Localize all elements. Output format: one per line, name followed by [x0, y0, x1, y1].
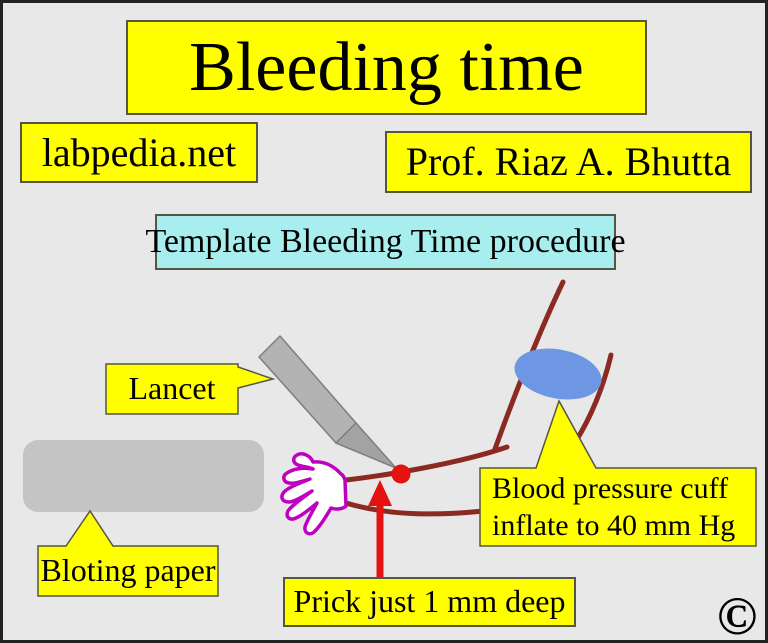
blotting-paper-shape: [23, 440, 264, 512]
copyright-glyph: ©: [716, 585, 758, 643]
prick-site-dot: [391, 464, 411, 484]
page-title-text: Bleeding time: [189, 28, 584, 106]
hand-shape: [280, 452, 348, 536]
forearm-bottom-line: [343, 500, 487, 517]
lancet-callout-bubble: [105, 363, 276, 415]
bp-cuff-callout-bubble: [479, 399, 757, 547]
procedure-subtitle-text: Template Bleeding Time procedure: [145, 223, 626, 261]
lancet-body: [258, 335, 357, 444]
site-label-text: labpedia.net: [41, 129, 237, 175]
diagram-canvas: [23, 279, 757, 597]
bloting-paper-callout-text: Bloting paper: [40, 552, 216, 589]
forearm-top-line: [343, 444, 510, 483]
bp-cuff-callout-line2: inflate to 40 mm Hg: [492, 509, 736, 542]
site-label: labpedia.net: [20, 122, 258, 183]
lancet-callout-text: Lancet: [128, 370, 216, 407]
bloting-paper-callout-label: Bloting paper: [38, 546, 218, 596]
copyright-mark: ©: [708, 585, 765, 643]
page-title: Bleeding time: [126, 20, 647, 115]
bp-cuff-callout-label: Blood pressure cuff inflate to 40 mm Hg: [480, 468, 756, 546]
author-label-text: Prof. Riaz A. Bhutta: [405, 139, 732, 184]
prick-depth-text: Prick just 1 mm deep: [293, 583, 566, 620]
author-label: Prof. Riaz A. Bhutta: [385, 131, 752, 193]
blood-pressure-cuff-shape: [514, 348, 602, 400]
callout-bubbles: [37, 363, 757, 597]
prick-arrow: [368, 480, 392, 577]
lancet-callout-label: Lancet: [106, 364, 238, 414]
bp-cuff-callout-line1: Blood pressure cuff: [492, 472, 729, 505]
procedure-subtitle: Template Bleeding Time procedure: [145, 214, 626, 270]
prick-depth-label: Prick just 1 mm deep: [283, 577, 576, 627]
lancet-tip: [335, 422, 397, 469]
bloting-paper-callout-bubble: [37, 509, 219, 597]
prick-arrow-head: [368, 480, 392, 506]
prick-arrow-shaft: [376, 502, 384, 577]
lancet-shape: [258, 335, 397, 469]
